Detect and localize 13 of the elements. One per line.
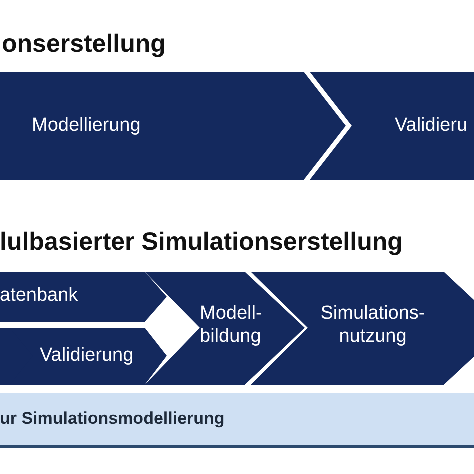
step-label: Modellierung [32,114,141,137]
section-heading: onserstellung [2,30,166,59]
step-label: atenbank [0,284,78,307]
process-step-shape [310,72,474,180]
banner-band [0,393,474,448]
step-label: Simulations- nutzung [320,302,426,348]
banner-text: ur Simulationsmodellierung [0,409,225,429]
step-label: Modell- bildung [200,302,264,348]
section-heading: lulbasierter Simulationserstellung [0,228,403,257]
step-label: Validieru [395,114,468,137]
process-step-shape [0,328,35,385]
process-step-shape [0,272,168,322]
step-label: Validierung [40,344,134,367]
